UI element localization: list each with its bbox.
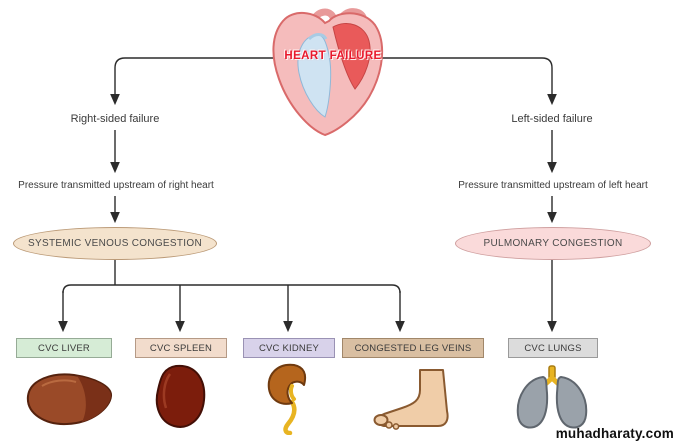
leg-foot-icon	[373, 369, 449, 430]
outcome-box-cvc-liver: CVC LIVER	[16, 338, 112, 358]
pressure-right-heart-label: Pressure transmitted upstream of right h…	[18, 180, 214, 191]
outcome-box-cvc-lungs: CVC LUNGS	[508, 338, 598, 358]
right-sided-failure-label: Right-sided failure	[70, 113, 160, 125]
pressure-left-heart-label: Pressure transmitted upstream of left he…	[458, 180, 648, 191]
liver-icon	[26, 373, 112, 426]
outcome-box-congested-leg-veins: CONGESTED LEG VEINS	[342, 338, 484, 358]
pulmonary-congestion-label: PULMONARY CONGESTION	[483, 238, 623, 249]
cvc-lungs-label: CVC LUNGS	[524, 342, 582, 354]
outcome-box-cvc-spleen: CVC SPLEEN	[135, 338, 227, 358]
pulmonary-congestion-oval: PULMONARY CONGESTION	[455, 227, 651, 260]
cvc-liver-label: CVC LIVER	[38, 342, 90, 354]
left-sided-failure-label: Left-sided failure	[511, 113, 593, 125]
outcome-box-cvc-kidney: CVC KIDNEY	[243, 338, 335, 358]
lungs-icon	[516, 365, 588, 429]
cvc-spleen-label: CVC SPLEEN	[149, 342, 213, 354]
spleen-icon	[155, 364, 206, 428]
cvc-kidney-label: CVC KIDNEY	[258, 342, 320, 354]
systemic-venous-congestion-label: SYSTEMIC VENOUS CONGESTION	[28, 238, 202, 249]
systemic-venous-congestion-oval: SYSTEMIC VENOUS CONGESTION	[13, 227, 217, 260]
heart-icon	[272, 8, 384, 137]
kidney-icon	[267, 363, 307, 435]
watermark-text: muhadharaty.com	[555, 426, 674, 441]
heart-failure-title: HEART FAILURE	[284, 50, 382, 62]
congested-leg-veins-label: CONGESTED LEG VEINS	[354, 342, 472, 354]
